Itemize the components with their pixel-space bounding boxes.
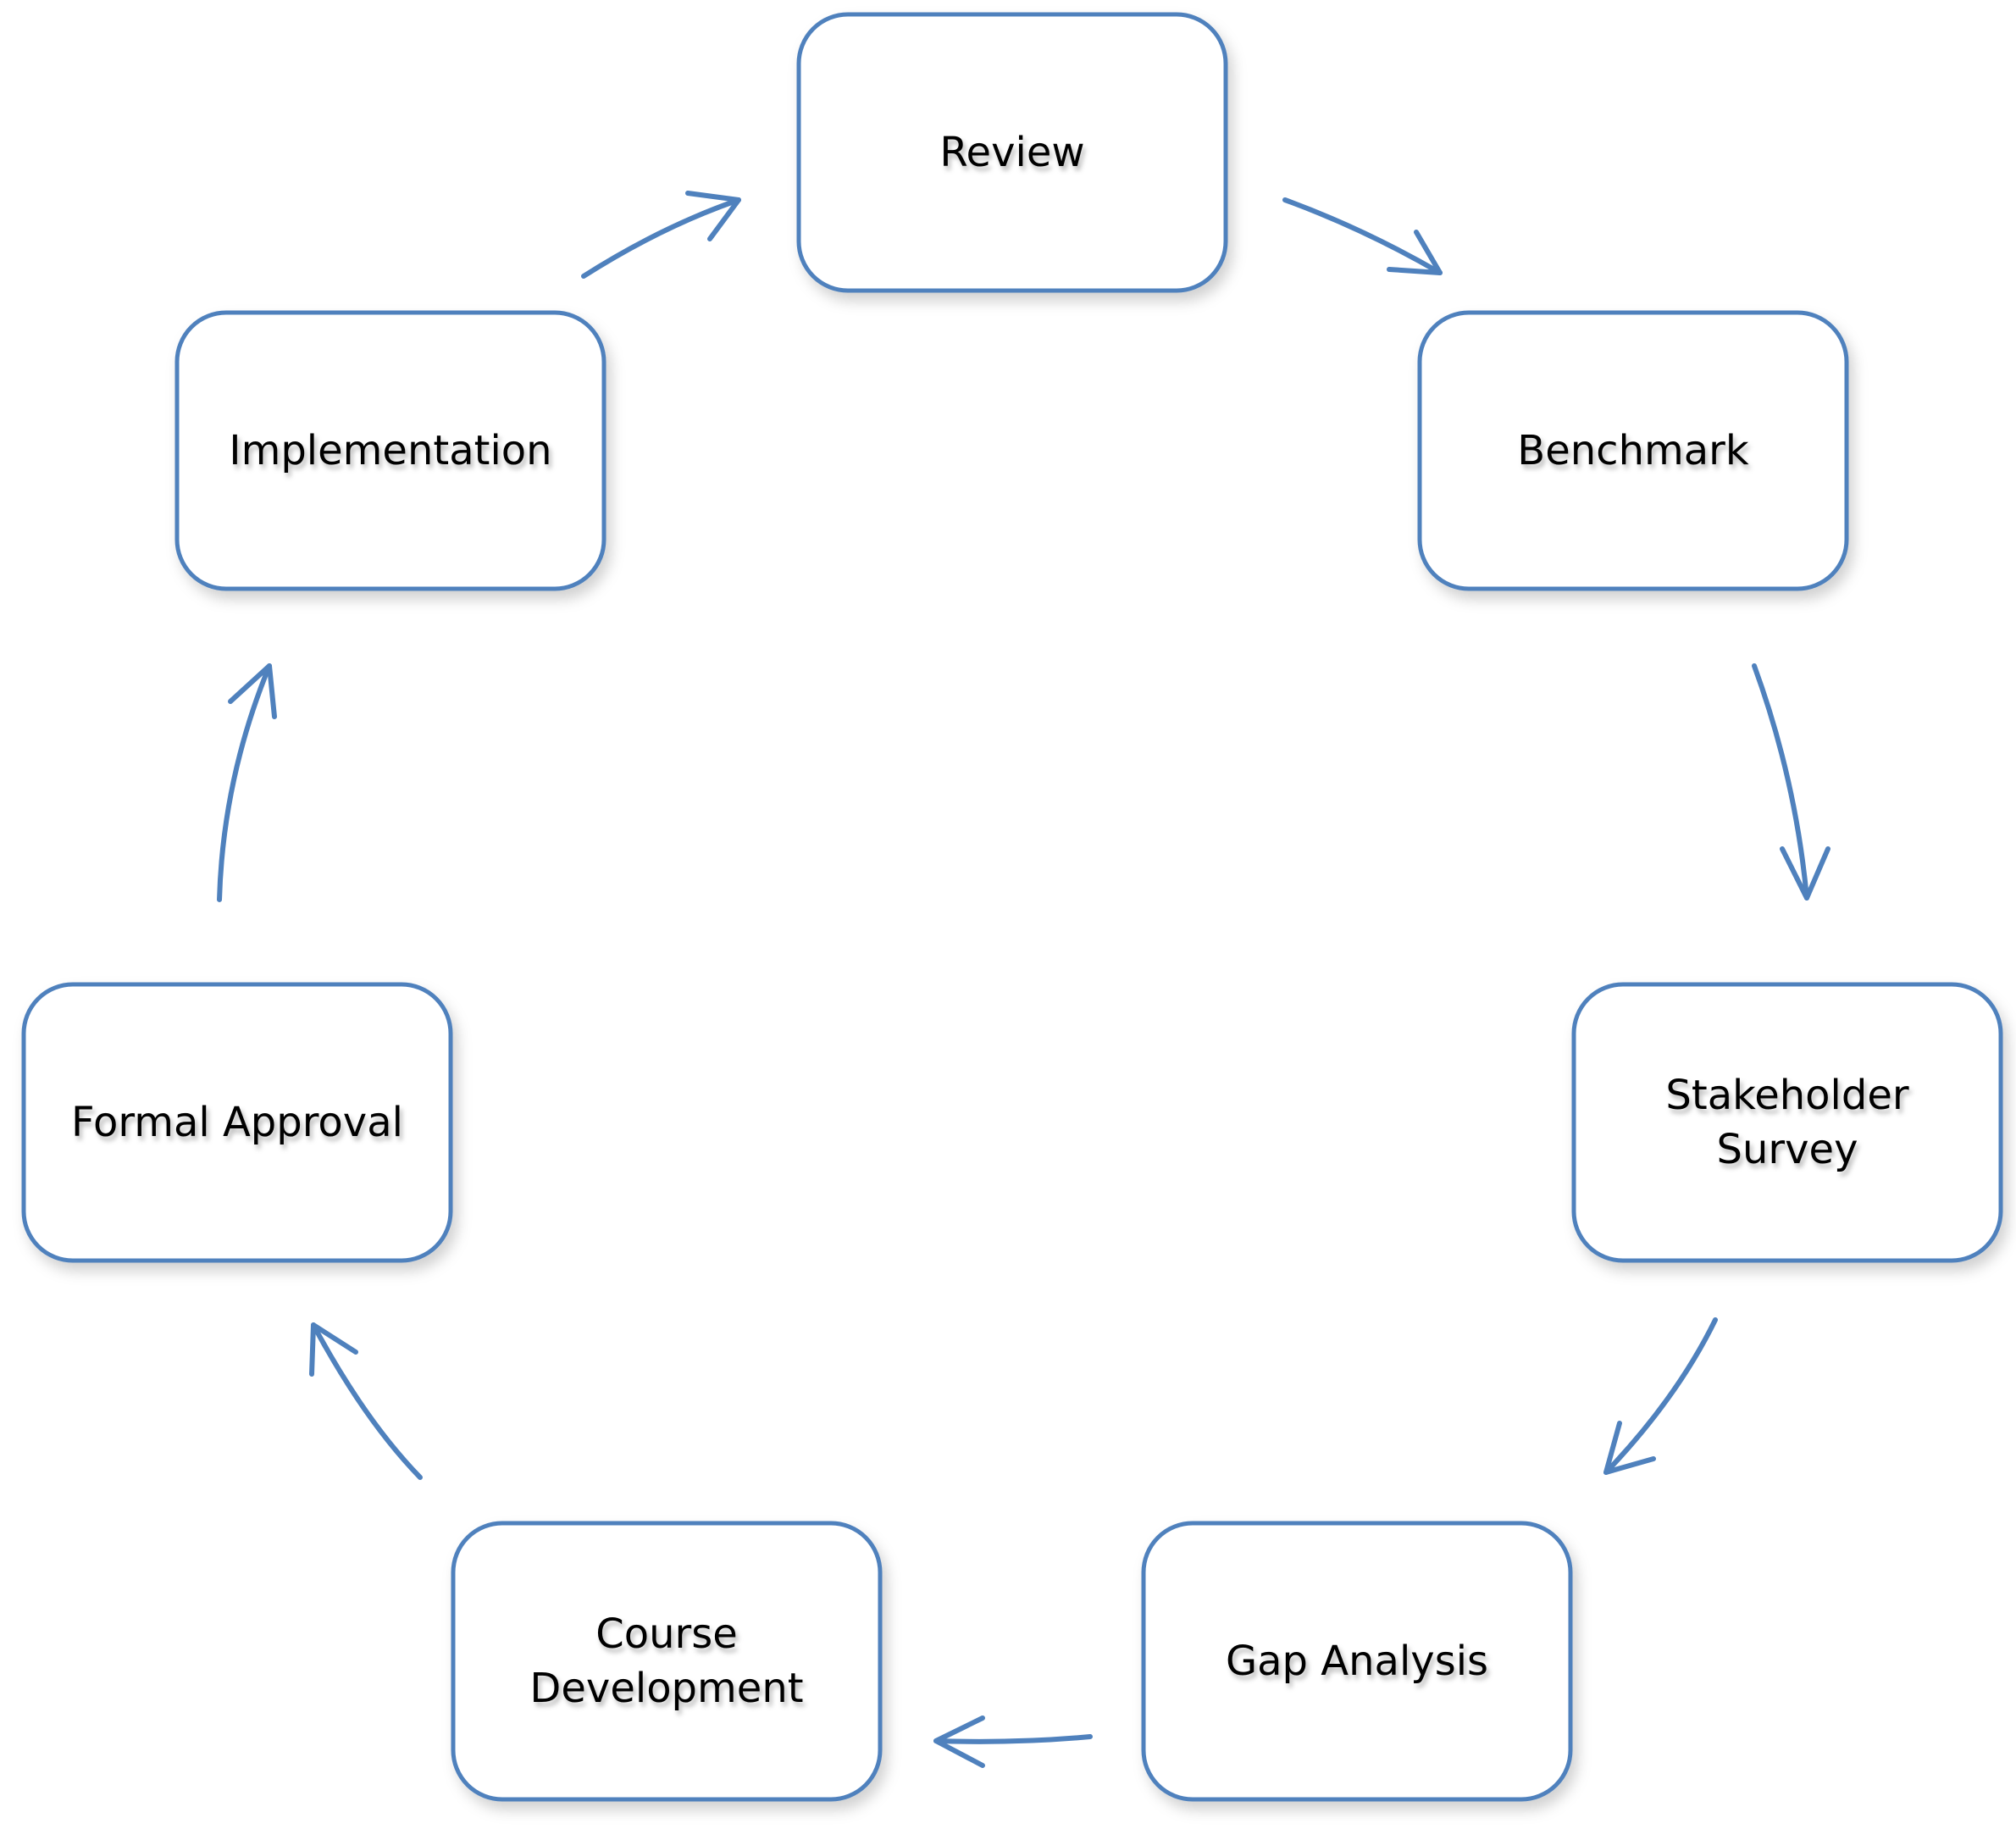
- arrow-shaft: [1752, 663, 1809, 901]
- arrow-head-icon: [1387, 230, 1443, 275]
- node-label: Development: [529, 1665, 803, 1712]
- arrow-stakeholder-survey-to-gap-analysis: [1603, 1317, 1718, 1475]
- node-box: [1141, 1521, 1573, 1802]
- arrow-gap-analysis-to-course-development: [933, 1715, 1093, 1768]
- node-label: Stakeholder: [1665, 1072, 1908, 1119]
- node-box: [174, 310, 606, 591]
- arrow-head-icon: [228, 663, 277, 719]
- node-label: Benchmark: [1517, 427, 1749, 474]
- arrow-shaft: [1603, 1317, 1718, 1475]
- node-review: Review: [796, 12, 1228, 293]
- arrow-review-to-benchmark: [1282, 197, 1443, 275]
- node-label: Implementation: [229, 427, 551, 474]
- arrow-shaft: [1282, 197, 1443, 275]
- arrow-course-development-to-formal-approval: [309, 1322, 423, 1480]
- arrow-head-icon: [685, 191, 741, 241]
- node-box: [451, 1521, 883, 1802]
- arrow-implementation-to-review: [581, 191, 741, 279]
- node-box: [21, 982, 453, 1263]
- node-label: Formal Approval: [71, 1099, 403, 1146]
- arrow-head-icon: [309, 1322, 358, 1377]
- node-implementation: Implementation: [174, 310, 606, 591]
- node-label: Course: [595, 1610, 738, 1658]
- arrow-shaft: [217, 663, 272, 902]
- arrow-benchmark-to-stakeholder-survey: [1752, 663, 1830, 901]
- node-box: [1417, 310, 1849, 591]
- node-label: Gap Analysis: [1226, 1638, 1488, 1685]
- node-box: [796, 12, 1228, 293]
- arrow-formal-approval-to-implementation: [217, 663, 277, 902]
- arrow-shaft: [311, 1322, 423, 1480]
- arrow-head-icon: [933, 1715, 985, 1768]
- node-benchmark: Benchmark: [1417, 310, 1849, 591]
- arrow-shaft: [581, 197, 741, 279]
- arrow-head-icon: [1780, 846, 1830, 901]
- node-gap-analysis: Gap Analysis: [1141, 1521, 1573, 1802]
- arrow-shaft: [933, 1734, 1093, 1744]
- node-box: [1571, 982, 2003, 1263]
- node-label: Survey: [1717, 1126, 1858, 1173]
- node-formal-approval: Formal Approval: [21, 982, 453, 1263]
- arrow-head-icon: [1603, 1421, 1656, 1475]
- node-label: Review: [939, 129, 1084, 176]
